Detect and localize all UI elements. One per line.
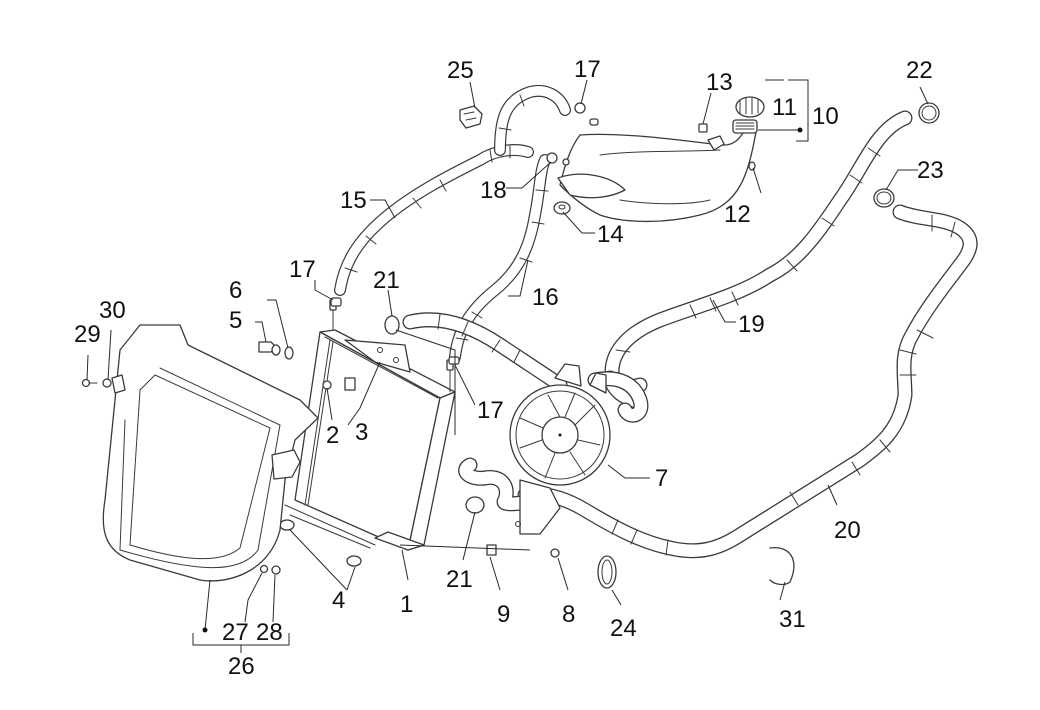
hose-upper-radiator <box>402 312 568 393</box>
callout-6: 6 <box>229 277 242 304</box>
callout-1: 1 <box>400 591 413 618</box>
callout-25: 25 <box>447 57 474 84</box>
callout-labels: 1 2 3 4 5 6 7 8 9 10 11 12 13 14 15 16 1… <box>74 56 944 680</box>
clamp-17-right <box>448 356 460 365</box>
screw-29 <box>81 378 98 388</box>
callout-29: 29 <box>74 321 101 348</box>
radiator-cover <box>102 324 319 582</box>
callout-23: 23 <box>917 157 944 184</box>
callout-4: 4 <box>332 587 345 614</box>
callout-3: 3 <box>355 419 368 446</box>
callout-21-top: 21 <box>373 267 400 294</box>
hose-20 <box>517 204 978 559</box>
expansion-tank <box>557 119 758 223</box>
callout-28: 28 <box>256 619 283 646</box>
callout-7: 7 <box>655 465 668 492</box>
callout-24: 24 <box>610 615 637 642</box>
screw-2 <box>322 380 332 390</box>
clip-nut-3 <box>344 377 356 391</box>
clamp-18 <box>546 152 570 166</box>
callout-16: 16 <box>532 284 559 311</box>
electric-fan <box>509 363 611 535</box>
callout-12: 12 <box>724 201 751 228</box>
callout-31: 31 <box>779 606 806 633</box>
leader-lines <box>86 79 929 653</box>
callout-26: 26 <box>228 653 255 680</box>
clamp-23 <box>873 188 895 208</box>
hose-top-loop <box>494 85 571 156</box>
callout-17-top: 17 <box>574 56 601 83</box>
clamp-21-top <box>384 315 400 335</box>
clamp-22 <box>918 102 940 124</box>
callout-21-bottom: 21 <box>446 566 473 593</box>
nut-28 <box>271 565 281 575</box>
washer-30 <box>102 378 112 388</box>
hose-fan-lower <box>458 457 548 512</box>
clamp-31 <box>769 547 795 586</box>
sensor-5 <box>258 341 281 356</box>
callout-22: 22 <box>906 57 933 84</box>
callout-15: 15 <box>340 187 367 214</box>
clip-nut-13 <box>698 123 725 151</box>
screw-8 <box>550 548 560 558</box>
callout-11: 11 <box>772 94 797 121</box>
clamp-17-left <box>330 297 342 307</box>
callout-5: 5 <box>229 307 242 334</box>
washer-27 <box>259 564 269 574</box>
clamp-21-bottom <box>465 496 485 514</box>
callout-17-left: 17 <box>289 256 316 283</box>
screw-12 <box>748 161 756 171</box>
callout-8: 8 <box>562 601 575 628</box>
hose-fan-right <box>587 371 649 423</box>
callout-10: 10 <box>812 103 839 130</box>
clamp-17-top <box>574 102 599 126</box>
callout-13: 13 <box>706 69 733 96</box>
callout-27: 27 <box>222 619 249 646</box>
callout-19: 19 <box>738 311 765 338</box>
grommet-14 <box>553 201 571 215</box>
hose-15 <box>334 144 534 296</box>
grommets-4 <box>279 519 362 567</box>
callout-18: 18 <box>480 177 507 204</box>
o-ring-6 <box>284 346 294 360</box>
tank-cap <box>735 96 765 118</box>
callout-17-right: 17 <box>477 397 504 424</box>
callout-30: 30 <box>99 297 126 324</box>
callout-14: 14 <box>597 221 624 248</box>
clamp-24 <box>597 555 617 589</box>
callout-20: 20 <box>834 517 861 544</box>
connector-25 <box>459 105 483 129</box>
clip-nut-9 <box>486 544 497 556</box>
callout-2: 2 <box>326 422 339 449</box>
callout-9: 9 <box>497 601 510 628</box>
